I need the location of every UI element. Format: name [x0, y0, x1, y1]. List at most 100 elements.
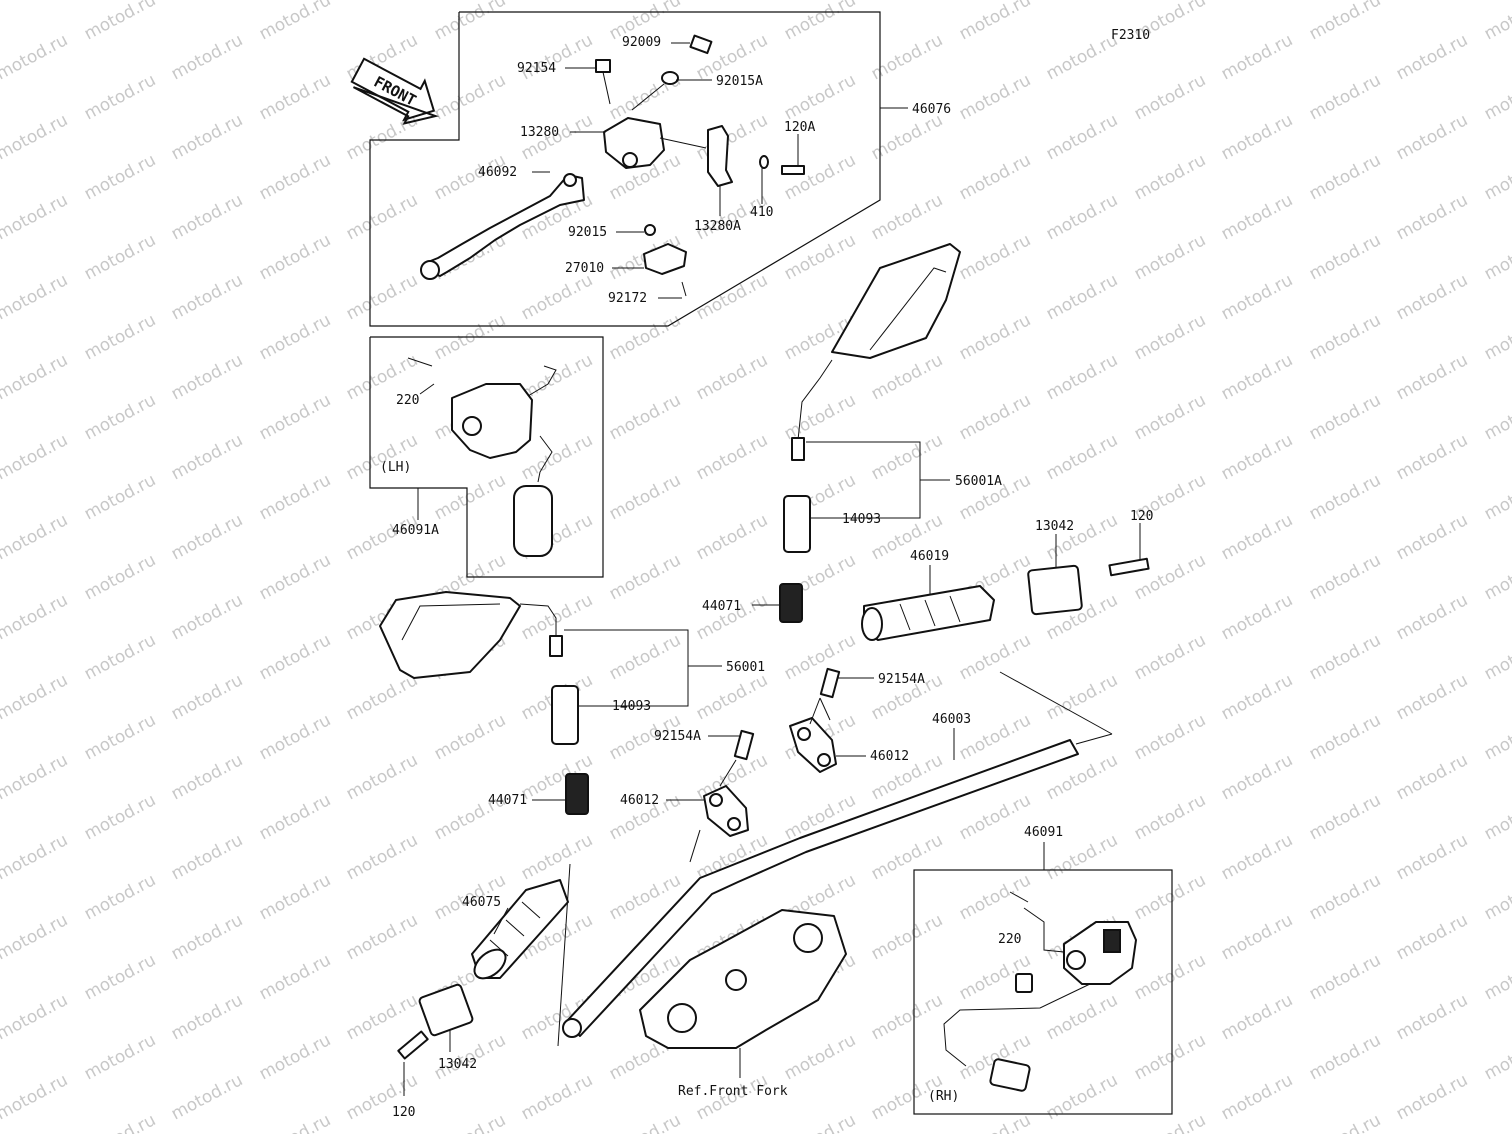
watermark-text: motod.ru [956, 230, 1034, 284]
watermark-text: motod.ru [343, 990, 421, 1044]
label-46003: 46003 [932, 712, 971, 727]
label-13042-r: 13042 [1035, 519, 1074, 534]
watermark-text: motod.ru [0, 30, 71, 84]
watermark-text: motod.ru [431, 1110, 509, 1134]
adapter-14093-r [783, 495, 811, 553]
lh-switch-cable [537, 435, 553, 483]
clamp-fork-bore-l [667, 1003, 697, 1033]
watermark-text: motod.ru [1306, 230, 1384, 284]
watermark-text: motod.ru [256, 230, 334, 284]
watermark-text: motod.ru [1131, 950, 1209, 1004]
screw-92009 [689, 34, 713, 55]
watermark-text: motod.ru [1043, 670, 1121, 724]
watermark-text: motod.ru [431, 70, 509, 124]
label-46091: 46091 [1024, 825, 1063, 840]
watermark-text: motod.ru [1306, 470, 1384, 524]
rh-switch-cable [943, 983, 1091, 1067]
watermark-text: motod.ru [1481, 150, 1512, 204]
watermark-text: motod.ru [1393, 190, 1471, 244]
watermark-text: motod.ru [1218, 350, 1296, 404]
watermark-text: motod.ru [0, 750, 71, 804]
watermark-text: motod.ru [256, 950, 334, 1004]
watermark-text: motod.ru [1393, 110, 1471, 164]
watermark-text: motod.ru [343, 750, 421, 804]
watermark-text: motod.ru [0, 510, 71, 564]
watermark-text: motod.ru [1393, 910, 1471, 964]
watermark-text: motod.ru [1043, 350, 1121, 404]
label-92154: 92154 [517, 61, 556, 76]
watermark-text: motod.ru [256, 0, 334, 44]
handlebar-46003 [565, 739, 1079, 1037]
washer-410 [759, 155, 769, 169]
watermark-text: motod.ru [1306, 310, 1384, 364]
watermark-text: motod.ru [1131, 390, 1209, 444]
watermark-text: motod.ru [343, 0, 421, 4]
bolt-92154A-l [733, 729, 755, 761]
watermark-text: motod.ru [956, 790, 1034, 844]
label-92015A: 92015A [716, 74, 763, 89]
watermark-text: motod.ru [1481, 470, 1512, 524]
watermark-text: motod.ru [781, 1030, 859, 1084]
holder-46012-l-bore-bottom [727, 817, 741, 831]
watermark-text: motod.ru [1218, 1070, 1296, 1124]
watermark-text: motod.ru [1393, 990, 1471, 1044]
watermark-text: motod.ru [606, 390, 684, 444]
lever-pivot [563, 173, 577, 187]
watermark-text: motod.ru [0, 990, 71, 1044]
watermark-text: motod.ru [1218, 510, 1296, 564]
watermark-text: motod.ru [81, 550, 159, 604]
watermark-text: motod.ru [1481, 0, 1512, 44]
label-44071-l: 44071 [488, 793, 527, 808]
watermark-text: motod.ru [693, 110, 771, 164]
leaders-46076 [532, 42, 908, 299]
watermark-text: motod.ru [1218, 830, 1296, 884]
watermark-text: motod.ru [868, 830, 946, 884]
watermark-text: motod.ru [256, 150, 334, 204]
label-27010: 27010 [565, 261, 604, 276]
watermark-text: motod.ru [1043, 30, 1121, 84]
adapter-14093-l [551, 685, 579, 745]
watermark-text: motod.ru [1043, 1070, 1121, 1124]
label-13042-l: 13042 [438, 1057, 477, 1072]
watermark-text: motod.ru [1131, 150, 1209, 204]
watermark-text: motod.ru [168, 1070, 246, 1124]
leaders-56001 [532, 629, 722, 801]
watermark-text: motod.ru [81, 950, 159, 1004]
watermark-text: motod.ru [81, 470, 159, 524]
watermark-text: motod.ru [81, 150, 159, 204]
screw-92172 [681, 281, 687, 297]
watermark-text: motod.ru [168, 190, 246, 244]
group-box-46076 [369, 11, 881, 327]
watermark-text: motod.ru [0, 910, 71, 964]
label-44071-r: 44071 [702, 599, 741, 614]
lh-connector [513, 485, 553, 557]
watermark-text: motod.ru [693, 430, 771, 484]
watermark-text: motod.ru [168, 990, 246, 1044]
watermark-text: motod.ru [256, 790, 334, 844]
watermark-text: motod.ru [81, 310, 159, 364]
watermark-text: motod.ru [781, 1110, 859, 1134]
rh-connector [989, 1058, 1031, 1092]
bar-end-weight-13042-l [418, 983, 474, 1037]
leaders-right-grip [929, 523, 1141, 594]
watermark-text: motod.ru [1481, 70, 1512, 124]
watermark-text: motod.ru [606, 1110, 684, 1134]
watermark-text: motod.ru [1481, 550, 1512, 604]
watermark-text: motod.ru [81, 790, 159, 844]
watermark-text: motod.ru [1306, 870, 1384, 924]
watermark-text: motod.ru [606, 310, 684, 364]
watermark-text: motod.ru [0, 590, 71, 644]
watermark-text: motod.ru [868, 0, 946, 4]
watermark-text: motod.ru [781, 230, 859, 284]
watermark-text: motod.ru [1043, 990, 1121, 1044]
watermark-text: motod.ru [1218, 990, 1296, 1044]
watermark-text: motod.ru [256, 470, 334, 524]
watermark-text: motod.ru [1306, 70, 1384, 124]
watermark-text: motod.ru [1481, 870, 1512, 924]
watermark-text: motod.ru [868, 910, 946, 964]
watermark-text: motod.ru [1481, 630, 1512, 684]
watermark-text: motod.ru [81, 0, 159, 44]
bolt-120A [781, 165, 805, 175]
watermark-text: motod.ru [1306, 1030, 1384, 1084]
